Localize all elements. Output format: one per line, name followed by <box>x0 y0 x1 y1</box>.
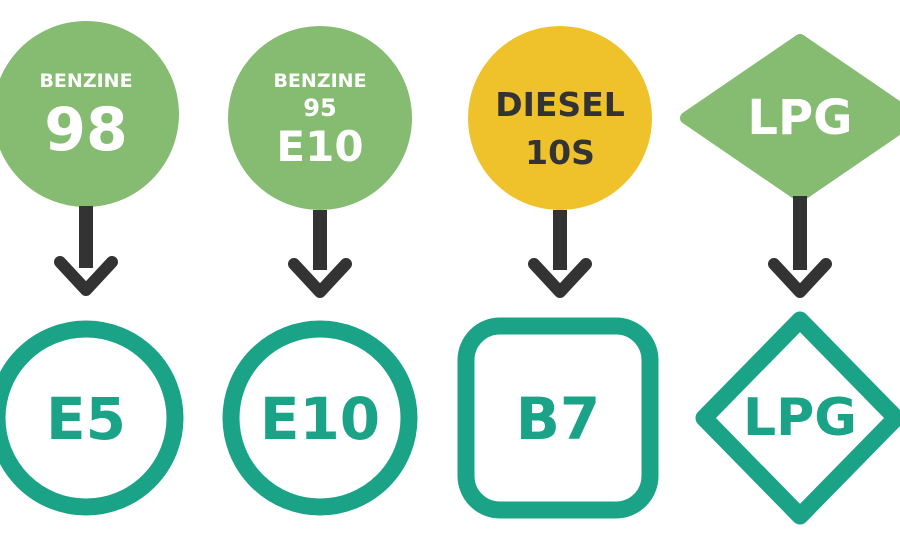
diesel-10s-badge <box>468 26 652 210</box>
arrow-benzine-95 <box>288 210 352 298</box>
lpg-new-text: LPG <box>743 388 857 448</box>
benzine-98-line1: BENZINE <box>39 70 133 92</box>
lpg-new-badge <box>695 311 900 525</box>
arrow-lpg <box>768 196 832 298</box>
e5-text: E5 <box>46 385 126 453</box>
benzine-95-e10-badge <box>228 26 412 210</box>
benzine-98-badge <box>0 21 179 207</box>
e5-badge <box>0 320 184 516</box>
b7-text: B7 <box>515 385 601 453</box>
e10-text: E10 <box>259 385 381 453</box>
diesel-line2: 10S <box>525 133 595 172</box>
diesel-line1: DIESEL <box>495 85 625 124</box>
benzine-95-line3: E10 <box>276 122 364 171</box>
e10-badge <box>222 320 418 516</box>
arrow-benzine-98 <box>54 206 118 296</box>
benzine-95-line1: BENZINE <box>273 70 367 92</box>
benzine-98-line2: 98 <box>44 95 128 165</box>
benzine-95-line2: 95 <box>303 94 337 122</box>
b7-badge <box>457 317 659 519</box>
arrow-diesel <box>528 210 592 298</box>
lpg-old-text: LPG <box>747 90 853 146</box>
